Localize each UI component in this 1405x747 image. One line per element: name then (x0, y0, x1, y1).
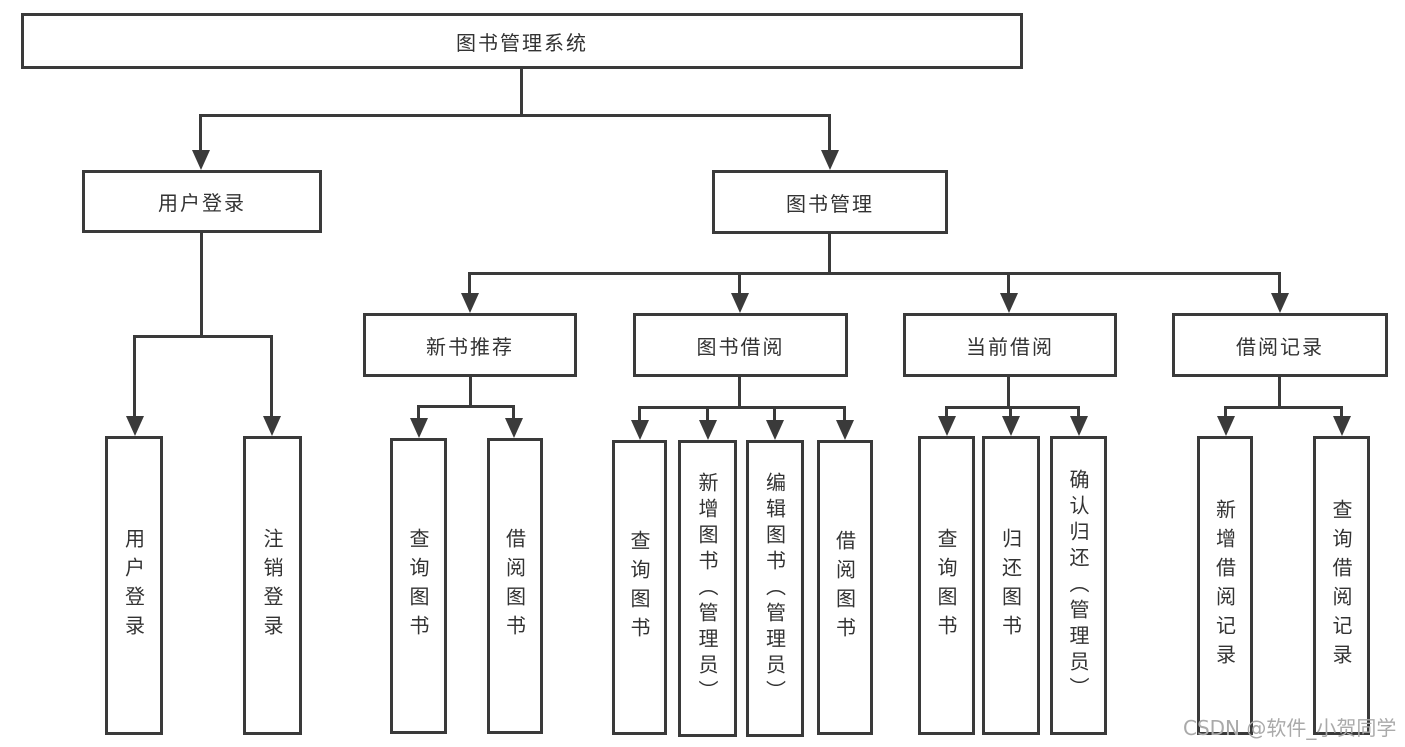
leaf-query-borrow-record: 查询借阅记录 (1313, 436, 1370, 735)
node-book-borrow: 图书借阅 (633, 313, 848, 377)
arrow-down-icon (1278, 272, 1281, 293)
arrow-down-icon (1007, 272, 1010, 293)
leaf-user-login: 用户登录 (105, 436, 163, 735)
leaf-edit-books-admin: 编辑图书（管理员） (746, 440, 804, 737)
connector-root-stem (520, 69, 523, 117)
connector-root-branch (199, 114, 831, 117)
connector-book-mgmt-branch (468, 272, 1281, 275)
arrow-down-icon (199, 114, 202, 150)
leaf-add-books-admin: 新增图书（管理员） (678, 440, 737, 737)
arrow-down-icon (1009, 406, 1012, 416)
connector-borrow-branch (638, 406, 846, 409)
node-root: 图书管理系统 (21, 13, 1023, 69)
leaf-confirm-return-admin: 确认归还（管理员） (1050, 436, 1107, 735)
arrow-down-icon (270, 335, 273, 416)
connector-new-books-stem (469, 377, 472, 408)
connector-user-login-stem (200, 233, 203, 338)
node-borrow-records: 借阅记录 (1172, 313, 1388, 377)
node-new-book-recommend: 新书推荐 (363, 313, 577, 377)
connector-borrow-stem (738, 377, 741, 409)
arrow-down-icon (1340, 406, 1343, 416)
leaf-borrow-books: 借阅图书 (487, 438, 543, 734)
leaf-logout: 注销登录 (243, 436, 302, 735)
leaf-query-books: 查询图书 (612, 440, 667, 735)
connector-records-branch (1224, 406, 1342, 409)
arrow-down-icon (773, 406, 776, 420)
arrow-down-icon (706, 406, 709, 420)
connector-records-stem (1278, 377, 1281, 409)
connector-current-stem (1007, 377, 1010, 409)
connector-user-login-branch (133, 335, 273, 338)
arrow-down-icon (417, 405, 420, 418)
leaf-return-books: 归还图书 (982, 436, 1040, 735)
arrow-down-icon (1077, 406, 1080, 416)
arrow-down-icon (945, 406, 948, 416)
node-book-management: 图书管理 (712, 170, 948, 234)
leaf-add-borrow-record: 新增借阅记录 (1197, 436, 1253, 735)
arrow-down-icon (512, 405, 515, 418)
node-user-login: 用户登录 (82, 170, 322, 233)
arrow-down-icon (133, 335, 136, 416)
connector-new-books-branch (417, 405, 515, 408)
leaf-query-books: 查询图书 (390, 438, 447, 734)
connector-current-branch (945, 406, 1079, 409)
connector-book-mgmt-stem (828, 234, 831, 275)
csdn-watermark: CSDN @软件_小贺同学 (1183, 716, 1397, 740)
arrow-down-icon (1224, 406, 1227, 416)
arrow-down-icon (468, 272, 471, 293)
arrow-down-icon (638, 406, 641, 420)
leaf-borrow-books: 借阅图书 (817, 440, 873, 735)
leaf-query-books: 查询图书 (918, 436, 975, 735)
arrow-down-icon (828, 114, 831, 150)
node-current-borrow: 当前借阅 (903, 313, 1117, 377)
arrow-down-icon (843, 406, 846, 420)
arrow-down-icon (738, 272, 741, 293)
